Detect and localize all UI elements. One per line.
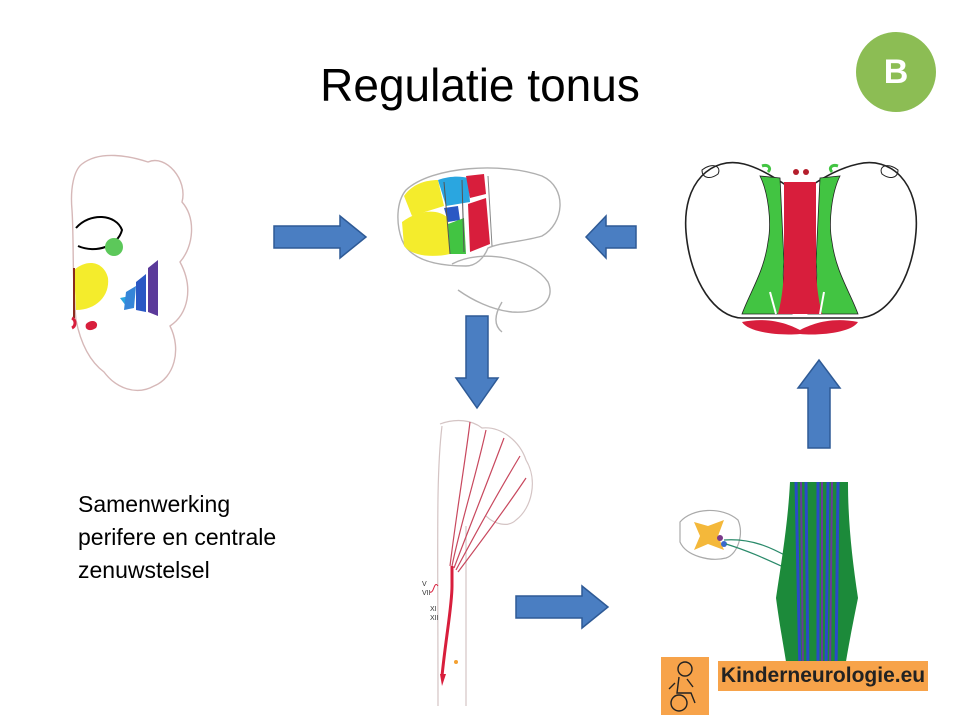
arrow-right-1 (273, 214, 368, 260)
arrow-right-2 (515, 584, 610, 630)
cranial-nerve-label-v: V (422, 581, 427, 588)
logo-text: Kinderneurologie.eu (720, 664, 926, 687)
muscle-reflex-drawing (679, 481, 858, 675)
caption-line-3: zenuwstelsel (78, 557, 210, 583)
spinal-cord-section (684, 161, 918, 335)
arrow-down-1 (454, 315, 500, 410)
cranial-nerve-label-vii: VII (422, 590, 431, 597)
arrow-left-1 (584, 214, 637, 260)
caption: Samenwerking perifere en centrale zenuws… (78, 488, 378, 587)
section-badge: B (856, 32, 936, 112)
badge-label: B (883, 52, 909, 91)
brainstem-pathway-drawing: V VII XI XII (422, 419, 533, 707)
logo-banner[interactable]: Kinderneurologie.eu (718, 661, 928, 691)
caption-line-1: Samenwerking (78, 491, 231, 517)
child-wheelchair-logo-icon (661, 657, 709, 715)
cerebellum-drawing (397, 167, 561, 333)
caption-line-2: perifere en centrale (78, 524, 277, 550)
basal-ganglia-drawing (70, 154, 193, 391)
slide-title: Regulatie tonus (320, 59, 640, 111)
cranial-nerve-label-xii: XII (430, 615, 439, 622)
cranial-nerve-label-xi: XI (430, 606, 437, 613)
arrow-up-1 (796, 358, 842, 449)
